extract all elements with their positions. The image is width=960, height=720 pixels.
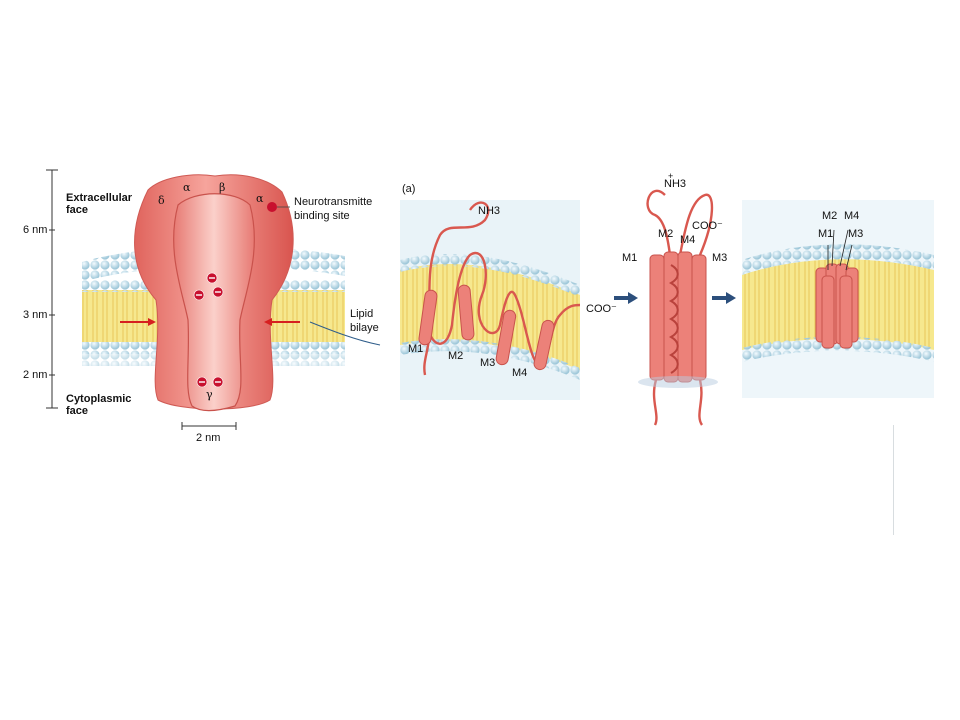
subunit-alpha-left: α (183, 181, 191, 194)
panel-b-nh3: NH3 (664, 178, 687, 190)
subunit-gamma: γ (206, 388, 213, 401)
panel-b-m4: M4 (680, 234, 696, 246)
neurotransmitter-label: Neurotransmitte (294, 196, 373, 208)
subunit-alpha-right: α (256, 192, 264, 205)
scale-bar-2nm: 2 nm (196, 432, 221, 444)
panel-a-tag: (a) (402, 183, 416, 195)
panel-c-m1: M1 (818, 228, 834, 240)
cytoplasmic-label: Cytoplasmic (66, 393, 132, 405)
panel-c-m3: M3 (848, 228, 864, 240)
panel-a-m4: M4 (512, 367, 528, 379)
topology-illustration (400, 200, 580, 400)
panel-b-m3: M3 (712, 252, 728, 264)
panel-b-m1: M1 (622, 252, 638, 264)
panel-a-coo: COO⁻ (586, 303, 617, 315)
flow-arrow-1 (614, 292, 638, 304)
receptor-panel: Extracellular face Cytoplasmic face Neur… (0, 150, 390, 450)
scale-6nm: 6 nm (23, 224, 48, 236)
scale-3nm: 3 nm (23, 309, 48, 321)
panel-b-coo: COO⁻ (692, 220, 723, 232)
receptor-protein (120, 174, 300, 412)
extracellular-label-2: face (66, 204, 89, 216)
extracellular-label: Extracellular (66, 192, 133, 204)
panel-divider (893, 425, 894, 535)
helix-bundle-panel: + NH3 COO⁻ M1 M2 M4 M3 (620, 170, 730, 430)
topology-panel: (a) NH3 COO⁻ M1 M2 M3 M4 (400, 175, 617, 400)
scale-2nm: 2 nm (23, 369, 48, 381)
panel-a-m1: M1 (408, 343, 424, 355)
pentamer-illustration (742, 200, 934, 398)
panel-b-m2: M2 (658, 228, 674, 240)
panel-a-m3: M3 (480, 357, 496, 369)
subunit-beta: β (219, 181, 226, 194)
helix-bundle-illustration (638, 189, 718, 426)
subunit-delta: δ (158, 194, 165, 207)
panel-c-m2: M2 (822, 210, 838, 222)
scale-ruler (46, 169, 237, 430)
pentamer-panel: M2 M4 M1 M3 (742, 200, 934, 398)
panel-a-m2: M2 (448, 350, 464, 362)
flow-arrow-2 (712, 292, 736, 304)
panel-a-nh3: NH3 (478, 205, 501, 217)
bilayer-label: bilaye (350, 322, 379, 334)
cytoplasmic-label-2: face (66, 405, 89, 417)
receptor-illustration (46, 169, 381, 430)
panel-c-m4: M4 (844, 210, 860, 222)
lipid-label: Lipid (350, 308, 374, 320)
binding-site-label: binding site (294, 210, 350, 222)
panel-b-nh3-charge: + (668, 171, 674, 181)
